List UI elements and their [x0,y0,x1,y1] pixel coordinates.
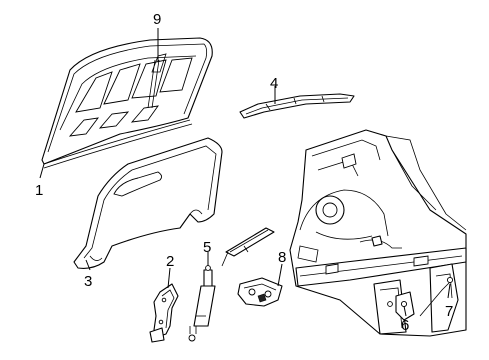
leader-6 [403,305,407,317]
latch-bracket [237,277,283,307]
hood-panel [41,37,213,169]
callout-4: 4 [270,75,278,92]
callout-8: 8 [278,249,286,266]
callout-1: 1 [35,182,43,199]
engine-compartment [289,129,467,337]
hood-lift-support [188,265,216,342]
callout-2: 2 [166,253,174,270]
hood-insulator [73,137,223,269]
hood-hinge [149,283,179,343]
leader-1 [39,163,45,179]
callout-labels: 1 9 4 3 2 5 8 6 7 [35,11,453,334]
cowl-bracket [221,227,275,267]
leader-3 [85,259,91,271]
leader-8 [277,263,283,287]
leader-2 [167,267,171,289]
callout-3: 3 [84,273,92,290]
callout-7: 7 [445,303,453,320]
hood-support-rod [147,53,167,109]
leader-lines [39,28,451,317]
hood-seal-strip [239,93,355,119]
callout-9: 9 [153,11,161,28]
callout-6: 6 [401,317,409,334]
leader-7 [447,283,451,299]
callout-5: 5 [203,239,211,256]
